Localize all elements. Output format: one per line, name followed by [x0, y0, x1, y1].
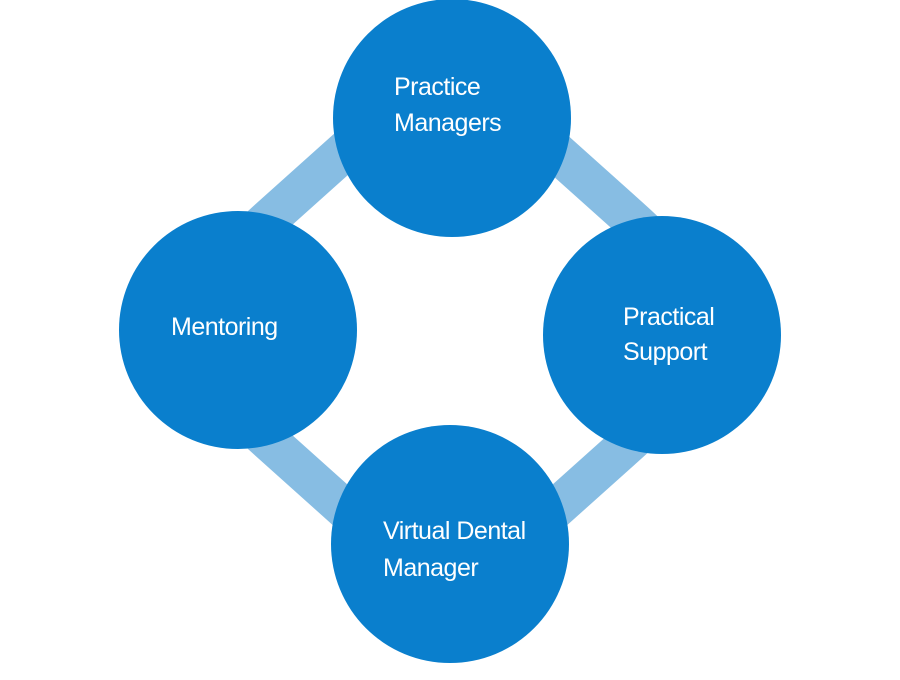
node-circle-mentoring	[119, 211, 357, 449]
node-label-mentoring: Mentoring	[171, 313, 278, 341]
node-label-virtual-dental-manager: Virtual Dental Manager	[383, 517, 532, 582]
node-circle-virtual-dental-manager	[331, 425, 569, 663]
node-label-practice-managers: Practice Managers	[394, 73, 501, 137]
node-circle-practice-managers	[333, 0, 571, 237]
node-label-practical-support: Practical Support	[623, 303, 721, 366]
node-circle-practical-support	[543, 216, 781, 454]
